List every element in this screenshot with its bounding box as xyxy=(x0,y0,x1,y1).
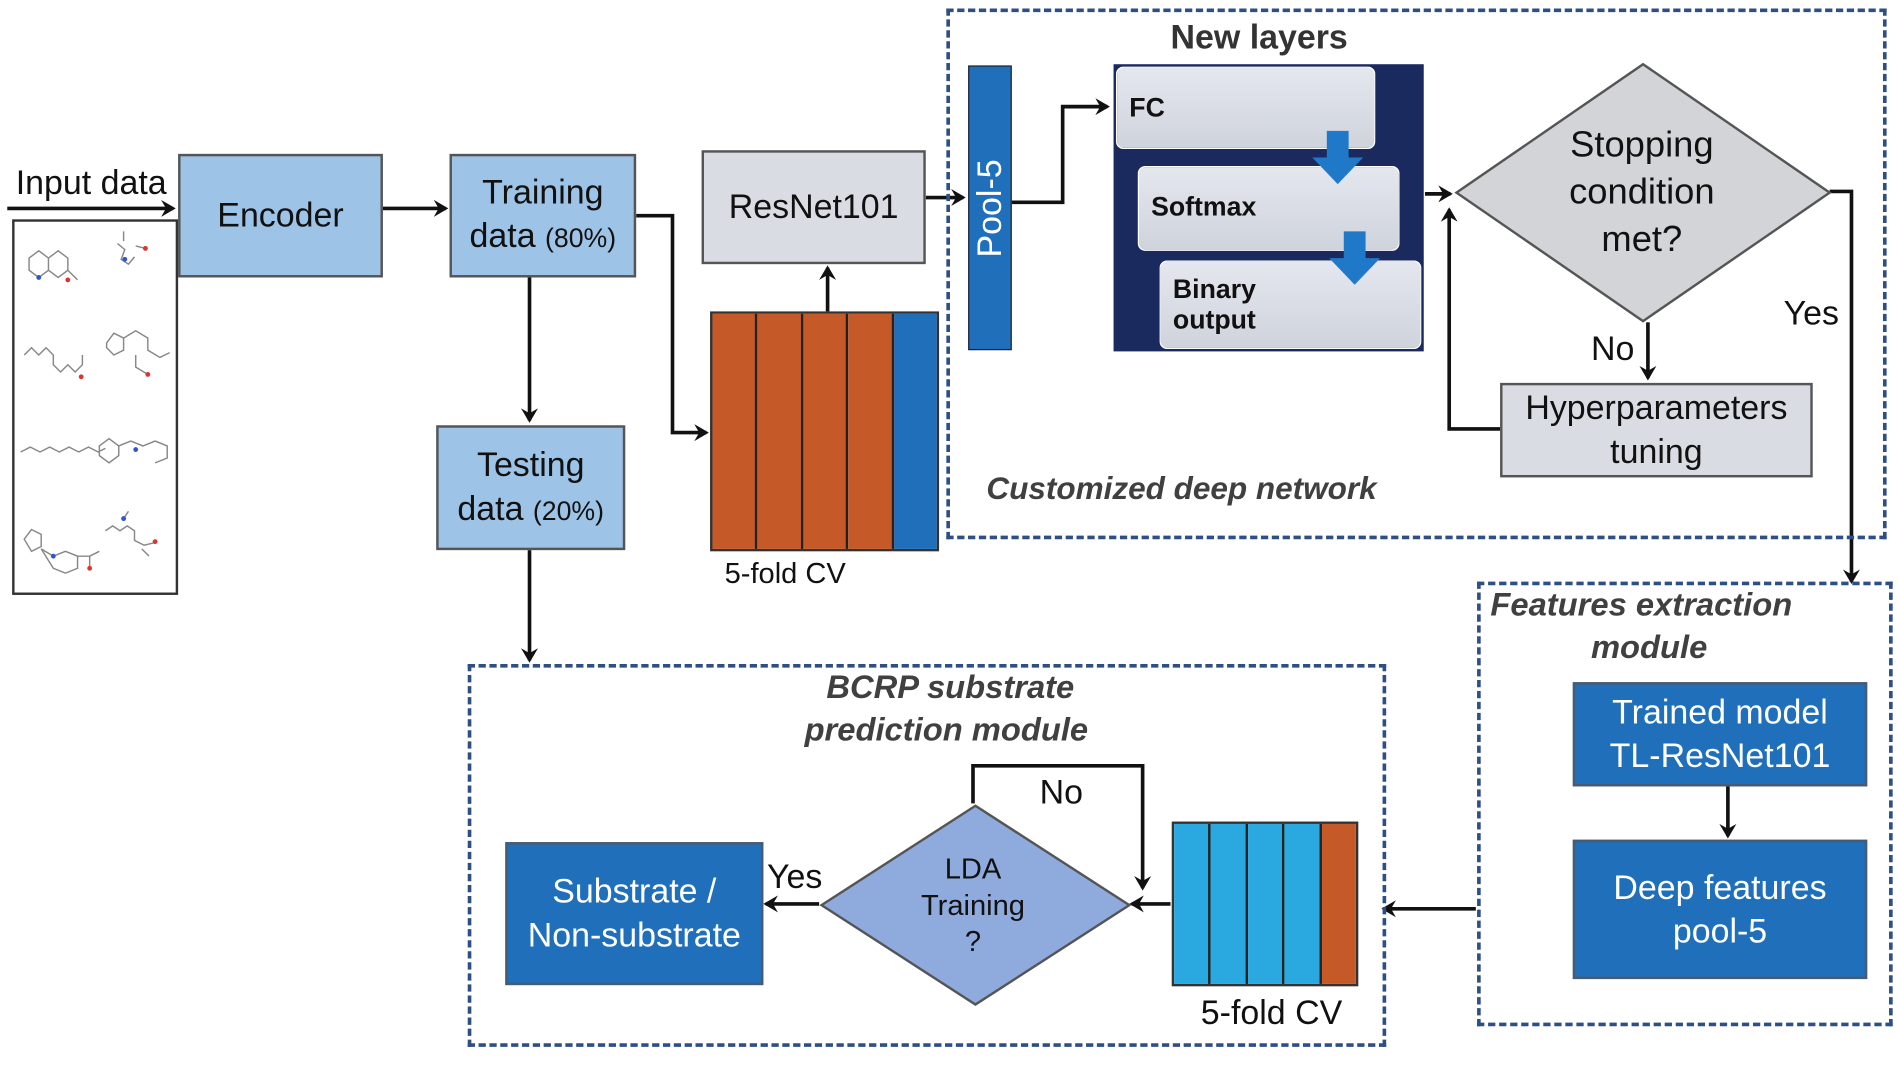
resnet101-label: ResNet101 xyxy=(728,187,899,226)
trained-line2: TL-ResNet101 xyxy=(1609,736,1831,775)
cv-bottom-label: 5-fold CV xyxy=(1200,993,1343,1032)
deep-line1: Deep features xyxy=(1613,868,1827,906)
bcrp-title-line2: prediction module xyxy=(804,711,1089,748)
softmax-label: Softmax xyxy=(1151,191,1257,222)
fold-b1 xyxy=(1174,823,1211,984)
lda-line2: Training xyxy=(920,889,1025,923)
fold-b2 xyxy=(1210,823,1248,984)
resnet101-box: ResNet101 xyxy=(701,150,926,265)
substrate-line2: Non-substrate xyxy=(527,916,741,954)
lda-yes-label: Yes xyxy=(767,857,823,896)
testing-data-box: Testing data (20%) xyxy=(436,425,626,551)
cv-top-label: 5-fold CV xyxy=(724,557,846,591)
customized-network-region xyxy=(946,8,1887,540)
stop-no-label: No xyxy=(1590,329,1635,368)
arrow-stop-features xyxy=(1829,189,1860,585)
lda-text: LDA Training ? xyxy=(900,851,1045,962)
lda-training-diamond xyxy=(819,804,1132,1006)
training-data-box: Training data (80%) xyxy=(449,153,637,278)
trained-model-box: Trained model TL-ResNet101 xyxy=(1572,682,1868,787)
substrate-output-box: Substrate / Non-substrate xyxy=(505,842,764,986)
features-title-line2: module xyxy=(1590,628,1708,666)
stopping-condition-diamond xyxy=(1454,62,1832,323)
hyperparameters-tuning-box: Hyperparameters tuning xyxy=(1500,382,1813,478)
testing-label-line2: data (20%) xyxy=(457,488,605,527)
bcrp-title-line1: BCRP substrate xyxy=(826,668,1075,706)
arrow-lda-loop xyxy=(971,763,1152,891)
encoder-box: Encoder xyxy=(178,153,383,278)
fold-5 xyxy=(893,313,937,549)
fold-b5 xyxy=(1321,823,1356,984)
binary-label-line2: output xyxy=(1172,304,1256,335)
input-data-label: Input data xyxy=(15,163,167,202)
stop-yes-label: Yes xyxy=(1783,294,1839,333)
fold-1 xyxy=(712,313,758,549)
fold-b3 xyxy=(1247,823,1285,984)
customized-network-label: Customized deep network xyxy=(986,470,1377,507)
flow-down-arrows-icon xyxy=(1312,130,1381,285)
features-title-line1: Features extraction xyxy=(1490,586,1793,623)
stop-line1: Stopping xyxy=(1570,124,1714,165)
stopping-condition-text: Stopping condition met? xyxy=(1545,121,1739,262)
hyper-line2: tuning xyxy=(1610,432,1703,471)
deep-features-box: Deep features pool-5 xyxy=(1572,839,1868,980)
cv-folds-top xyxy=(710,311,940,552)
training-label-line2: data (80%) xyxy=(469,216,617,255)
lda-line1: LDA xyxy=(944,853,1002,886)
arrow-hyper-loop xyxy=(1440,207,1501,431)
fc-label: FC xyxy=(1129,92,1165,123)
fold-b4 xyxy=(1284,823,1322,984)
bcrp-prediction-region xyxy=(467,664,1387,1047)
new-layers-title: New layers xyxy=(1170,18,1348,56)
encoder-label: Encoder xyxy=(217,196,344,234)
lda-line3: ? xyxy=(964,925,982,959)
training-label-line1: Training xyxy=(482,173,604,211)
hyper-line1: Hyperparameters xyxy=(1525,388,1788,427)
lda-no-label: No xyxy=(1039,773,1084,811)
molecule-images xyxy=(12,219,179,595)
fold-4 xyxy=(848,313,894,549)
testing-label-line1: Testing xyxy=(476,445,585,483)
arrow-training-cv xyxy=(636,213,709,442)
substrate-line1: Substrate / xyxy=(552,872,717,910)
molecule-structures-icon xyxy=(20,231,170,574)
cv-folds-bottom xyxy=(1171,821,1359,987)
features-extraction-region xyxy=(1477,581,1893,1027)
new-layers-panel: FC Softmax Binary output xyxy=(1113,64,1424,352)
pool5-block: Pool-5 xyxy=(968,65,1012,351)
trained-line1: Trained model xyxy=(1612,693,1828,731)
pool5-label: Pool-5 xyxy=(970,158,1009,257)
fold-3 xyxy=(803,313,849,549)
arrow-pool5-fc xyxy=(1011,98,1110,205)
stop-line3: met? xyxy=(1601,218,1683,259)
stop-line2: condition xyxy=(1569,171,1715,212)
deep-line2: pool-5 xyxy=(1672,911,1768,950)
fold-2 xyxy=(757,313,804,549)
binary-output-layer: Binary output xyxy=(1159,260,1422,349)
binary-label-line1: Binary xyxy=(1172,273,1256,305)
